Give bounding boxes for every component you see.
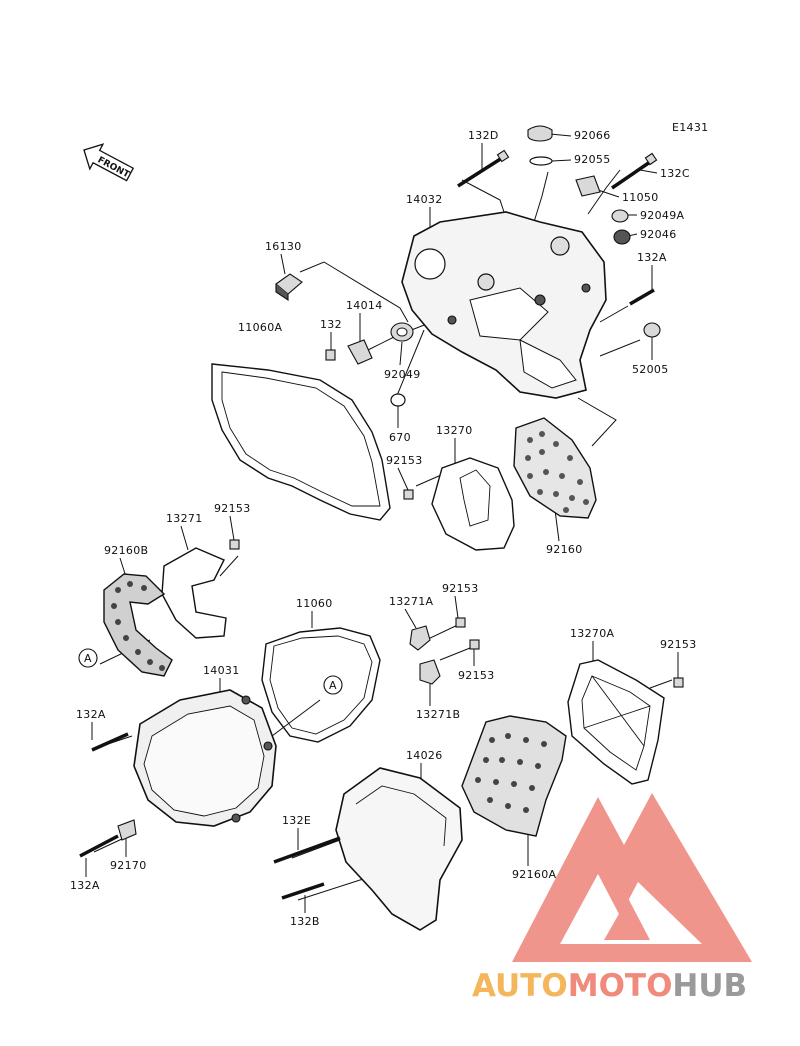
label-13270A: 13270A	[570, 627, 614, 640]
watermark-text: AUTOMOTOHUB	[472, 968, 747, 1004]
label-92066: 92066	[574, 129, 611, 142]
part-bolt-132D	[457, 149, 510, 188]
part-bolt-92153-c	[455, 617, 466, 628]
label-92153-c: 92153	[442, 582, 479, 595]
label-11060: 11060	[296, 597, 333, 610]
part-seal-52005	[643, 322, 661, 338]
part-generator-cover-14031	[133, 689, 277, 827]
label-132: 132	[320, 318, 342, 331]
part-bracket-11050	[575, 175, 601, 197]
label-13271: 13271	[166, 512, 203, 525]
callout-a-right-text: A	[329, 679, 337, 692]
part-bracket-13270A	[567, 659, 665, 785]
label-14014: 14014	[346, 299, 383, 312]
callout-a-right: A	[323, 675, 343, 695]
watermark-hub: HUB	[672, 968, 747, 1004]
front-arrow-icon: FRONT	[83, 143, 135, 182]
part-insulator-92160A	[461, 715, 567, 837]
part-plate-13271	[161, 547, 227, 639]
label-13270: 13270	[436, 424, 473, 437]
label-92049: 92049	[384, 368, 421, 381]
part-cap-92066	[527, 125, 553, 142]
part-bolt-92153-e	[469, 639, 480, 650]
part-bracket-13271A	[409, 625, 431, 651]
part-clamp-92170	[117, 819, 137, 841]
label-132E: 132E	[282, 814, 311, 827]
part-16130	[275, 273, 303, 302]
part-bolt-132C	[611, 152, 658, 190]
part-gasket-11060	[261, 627, 381, 743]
label-670: 670	[389, 431, 411, 444]
part-bolt-132	[325, 349, 336, 361]
label-92170: 92170	[110, 859, 147, 872]
watermark-logo	[512, 793, 752, 962]
label-13271A: 13271A	[389, 595, 433, 608]
label-14032: 14032	[406, 193, 443, 206]
part-bolt-132A-top	[629, 288, 655, 306]
part-bolt-132E	[273, 836, 341, 864]
label-92153-d: 92153	[660, 638, 697, 651]
diagram-code: E1431	[672, 121, 708, 134]
leader-lines	[85, 133, 679, 913]
part-bolt-92153-b	[229, 539, 240, 550]
label-132D: 132D	[468, 129, 499, 142]
label-92153-e: 92153	[458, 669, 495, 682]
label-92160B: 92160B	[104, 544, 148, 557]
part-clutch-cover-14032	[401, 211, 607, 399]
part-ring-670	[390, 393, 406, 407]
part-plate-14014	[347, 339, 373, 365]
part-oring-92055	[529, 156, 553, 166]
label-52005: 52005	[632, 363, 669, 376]
label-92160A: 92160A	[512, 868, 556, 881]
watermark-moto: MOTO	[568, 968, 673, 1004]
label-14031: 14031	[203, 664, 240, 677]
part-seal-92049	[390, 322, 414, 342]
label-132A-bottom: 132A	[70, 879, 100, 892]
part-insulator-92160B	[103, 573, 173, 677]
label-132A-left: 132A	[76, 708, 106, 721]
label-14026: 14026	[406, 749, 443, 762]
label-92055: 92055	[574, 153, 611, 166]
part-bracket-13271B	[419, 659, 441, 685]
label-92049A: 92049A	[640, 209, 684, 222]
part-bolt-92153-d	[673, 677, 684, 688]
label-92153-b: 92153	[214, 502, 251, 515]
part-plate-13270	[431, 457, 515, 551]
callout-a-left: A	[78, 648, 98, 668]
label-92046: 92046	[640, 228, 677, 241]
label-92153-a: 92153	[386, 454, 423, 467]
label-11060A: 11060A	[238, 321, 282, 334]
label-132C: 132C	[660, 167, 690, 180]
label-11050: 11050	[622, 191, 659, 204]
part-gasket-11060A	[211, 363, 391, 521]
callout-a-left-text: A	[84, 652, 92, 665]
watermark-auto: AUTO	[472, 968, 568, 1004]
part-bolt-132A-bottom	[79, 834, 119, 858]
part-bearing-92046	[613, 229, 631, 245]
label-92160: 92160	[546, 543, 583, 556]
label-132A-top: 132A	[637, 251, 667, 264]
part-bolt-92153-a	[403, 489, 414, 500]
part-bolt-132B	[281, 882, 325, 900]
part-insulator-92160	[513, 417, 597, 519]
label-132B: 132B	[290, 915, 320, 928]
label-16130: 16130	[265, 240, 302, 253]
label-13271B: 13271B	[416, 708, 460, 721]
part-seal-92049A	[611, 209, 629, 223]
part-bolt-132A-left	[91, 732, 129, 752]
part-cover-14026	[335, 767, 463, 931]
